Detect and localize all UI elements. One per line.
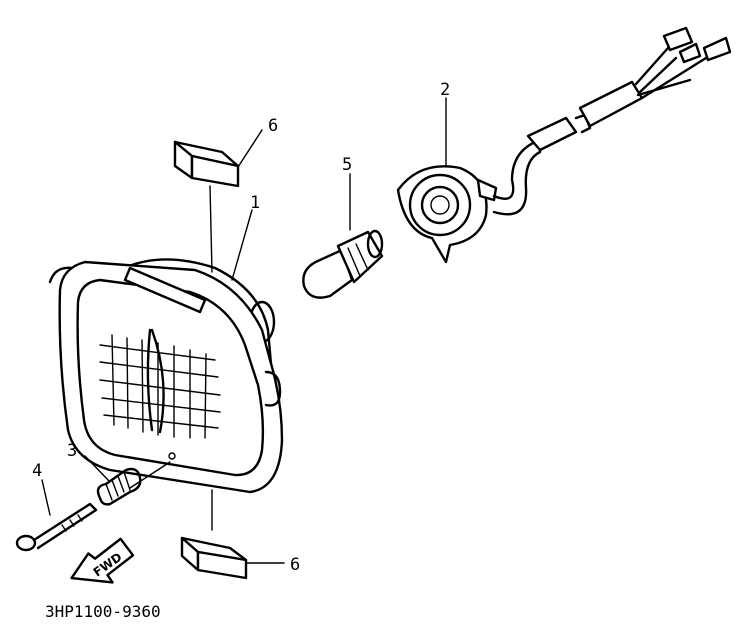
fwd-arrow-icon: FWD <box>70 537 135 584</box>
bulb <box>302 229 384 299</box>
callout-socket: 2 <box>440 80 450 100</box>
wire-harness <box>492 26 732 216</box>
callout-screw: 4 <box>32 461 42 481</box>
callout-headlight: 1 <box>250 193 260 213</box>
adjusting-screw <box>15 502 98 552</box>
leader-lines <box>41 97 447 564</box>
rubber-pad-top <box>173 140 240 188</box>
bulb-socket <box>396 165 498 264</box>
callout-bulb: 5 <box>342 155 352 175</box>
callout-pad-bottom: 6 <box>290 555 300 575</box>
headlight-unit <box>48 258 284 494</box>
callout-spring: 3 <box>67 441 77 461</box>
callout-pad-top: 6 <box>268 116 278 136</box>
part-number: 3HP1100-9360 <box>45 602 161 621</box>
adjusting-spring <box>96 467 142 506</box>
rubber-pad-bottom <box>180 536 248 580</box>
lens-pattern <box>99 328 221 439</box>
